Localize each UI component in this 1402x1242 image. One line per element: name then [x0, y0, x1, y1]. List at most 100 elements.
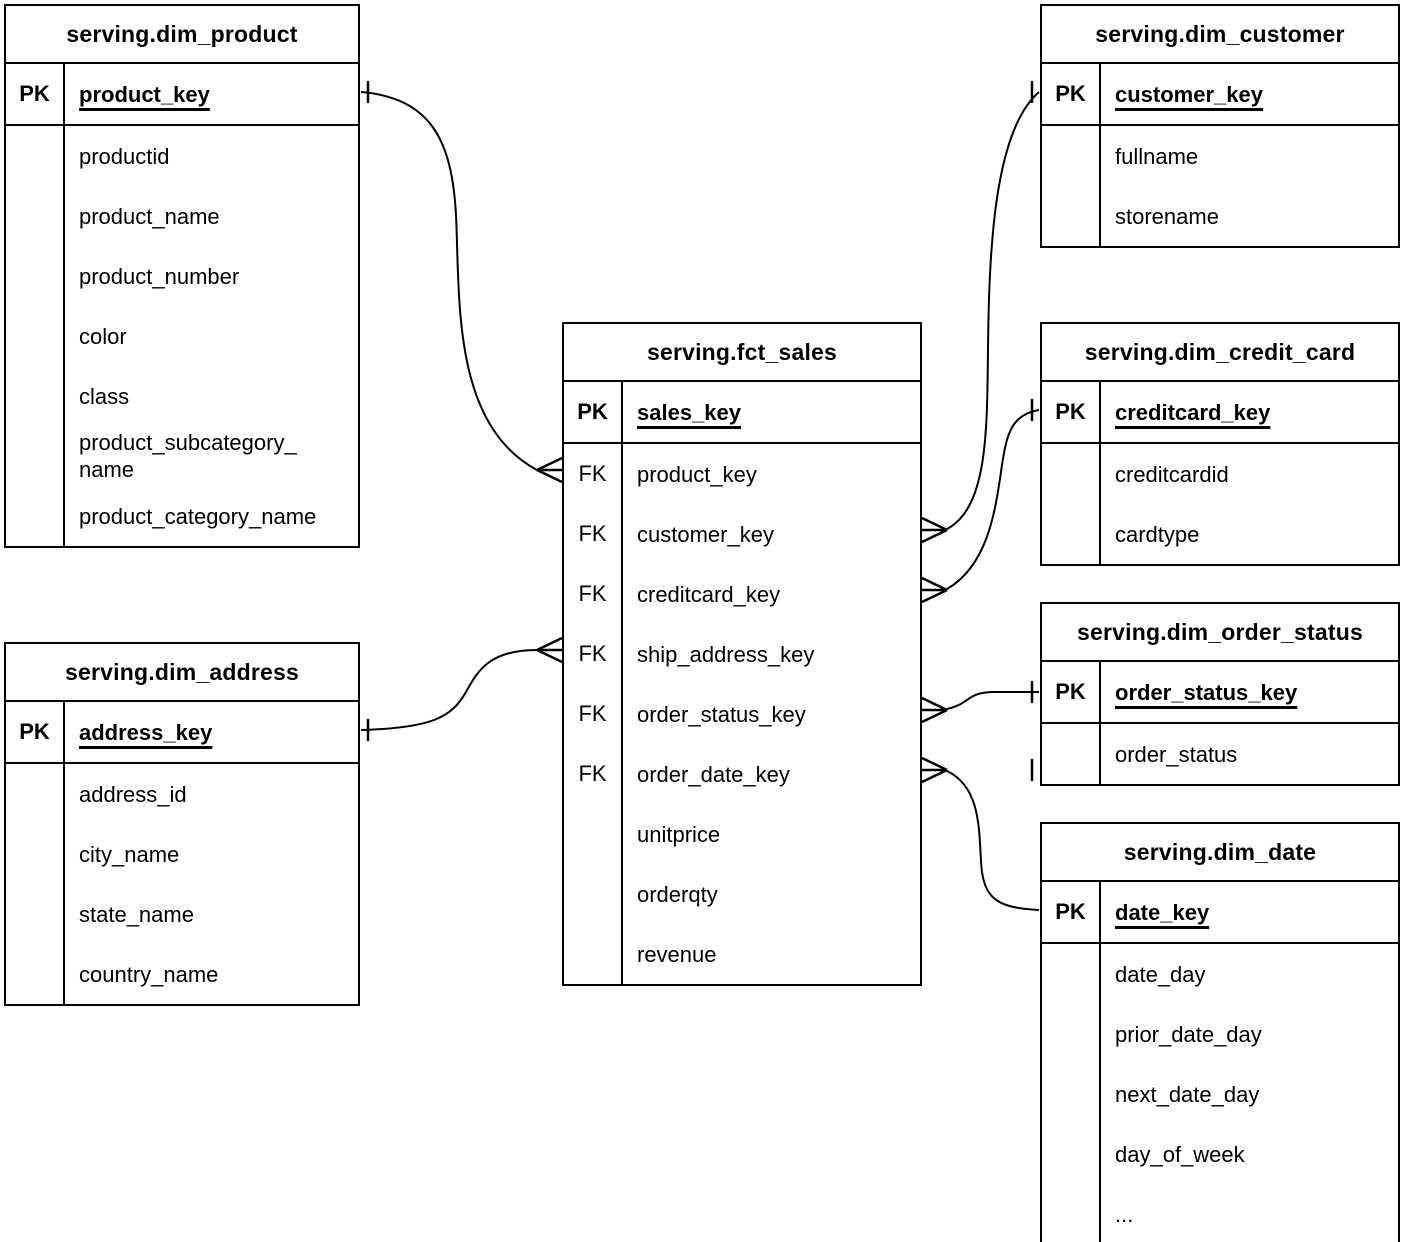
table-title: serving.dim_customer: [1042, 6, 1398, 64]
pk-tag: PK: [1042, 382, 1101, 442]
column-row: date_​day: [1042, 944, 1398, 1004]
column-name: order_​status_​key: [637, 701, 806, 727]
empty-tag: [6, 764, 65, 824]
column-row: product_​name: [6, 186, 358, 246]
empty-tag: [564, 804, 623, 864]
primary-key-name: creditcard_​key: [1115, 399, 1271, 425]
table-title: serving.dim_product: [6, 6, 358, 64]
primary-key-name: customer_​key: [1115, 81, 1263, 107]
empty-tag: [1042, 724, 1101, 784]
empty-tag: [1042, 126, 1101, 186]
column-row: address_​id: [6, 764, 358, 824]
empty-tag: [1042, 504, 1101, 564]
pk-tag: PK: [564, 382, 623, 442]
column-name: day_​of_​week: [1115, 1141, 1245, 1167]
relationship-creditcard: [921, 399, 1040, 604]
empty-tag: [6, 884, 65, 944]
primary-key-row: PK sales_​key: [564, 382, 920, 444]
column-row: product_​subcategory_​name: [6, 426, 358, 486]
column-row: city_​name: [6, 824, 358, 884]
column-row: day_​of_​week: [1042, 1124, 1398, 1184]
empty-tag: [6, 486, 65, 546]
column-name: date_​day: [1115, 961, 1206, 987]
table-title: serving.dim_order_status: [1042, 604, 1398, 662]
relationship-line: [946, 691, 1039, 710]
column-row: FK ship_​address_​key: [564, 624, 920, 684]
column-name: creditcardid: [1115, 461, 1229, 487]
primary-key-row: PK creditcard_​key: [1042, 382, 1398, 444]
column-name: cardtype: [1115, 521, 1200, 547]
column-name: country_​name: [79, 961, 219, 987]
relationship-order_date: [921, 756, 1040, 911]
primary-key-name: order_​status_​key: [1115, 679, 1298, 705]
empty-tag: [6, 824, 65, 884]
column-name: prior_​date_​day: [1115, 1021, 1262, 1047]
column-name: product_​name: [79, 203, 220, 229]
empty-tag: [564, 864, 623, 924]
pk-tag: PK: [6, 64, 65, 124]
column-row: color: [6, 306, 358, 366]
column-name: customer_​key: [637, 521, 774, 547]
empty-tag: [6, 944, 65, 1004]
primary-key-name: address_​key: [79, 719, 213, 745]
crow-foot-many-icon: [921, 528, 948, 544]
column-name: creditcard_​key: [637, 581, 781, 607]
fk-tag: FK: [564, 624, 623, 684]
relationship-order_status: [921, 681, 1039, 724]
column-name: order_​date_​key: [637, 761, 790, 787]
column-name: address_​id: [79, 781, 187, 807]
column-name: unitprice: [637, 821, 721, 847]
empty-tag: [564, 924, 623, 984]
column-name: state_​name: [79, 901, 194, 927]
empty-tag: [6, 126, 65, 186]
empty-tag: [1042, 444, 1101, 504]
crow-foot-many-icon: [536, 636, 563, 652]
column-name: next_​date_​day: [1115, 1081, 1260, 1107]
column-name: class: [79, 383, 130, 409]
primary-key-name: sales_​key: [637, 399, 741, 425]
table-title: serving.dim_date: [1042, 824, 1398, 882]
empty-tag: [1042, 1064, 1101, 1124]
crow-foot-many-icon: [536, 468, 563, 484]
empty-tag: [6, 246, 65, 306]
pk-tag: PK: [1042, 64, 1101, 124]
crow-foot-many-icon: [536, 456, 563, 472]
relationship-address: [360, 636, 563, 741]
primary-key-row: PK customer_​key: [1042, 64, 1398, 126]
crow-foot-many-icon: [921, 768, 948, 784]
column-name: ship_​address_​key: [637, 641, 815, 667]
column-row: country_​name: [6, 944, 358, 1004]
table-title: serving.fct_sales: [564, 324, 920, 382]
pk-tag: PK: [6, 702, 65, 762]
empty-tag: [6, 426, 65, 486]
column-row: class: [6, 366, 358, 426]
column-name: revenue: [637, 941, 717, 967]
column-name: product_​category_​name: [79, 503, 317, 529]
table-title: serving.dim_credit_card: [1042, 324, 1398, 382]
column-row: state_​name: [6, 884, 358, 944]
pk-tag: PK: [1042, 662, 1101, 722]
column-row: fullname: [1042, 126, 1398, 186]
column-row: product_​category_​name: [6, 486, 358, 546]
column-name: ...: [1115, 1201, 1134, 1227]
fk-tag: FK: [564, 564, 623, 624]
column-row: cardtype: [1042, 504, 1398, 564]
empty-tag: [1042, 1004, 1101, 1064]
crow-foot-many-icon: [921, 708, 948, 724]
relationship-line: [360, 91, 538, 471]
column-row: FK creditcard_​key: [564, 564, 920, 624]
table-title: serving.dim_address: [6, 644, 358, 702]
relationship-line: [946, 91, 1040, 530]
primary-key-row: PK order_​status_​key: [1042, 662, 1398, 724]
column-name: city_​name: [79, 841, 180, 867]
relationship-line: [360, 649, 538, 731]
